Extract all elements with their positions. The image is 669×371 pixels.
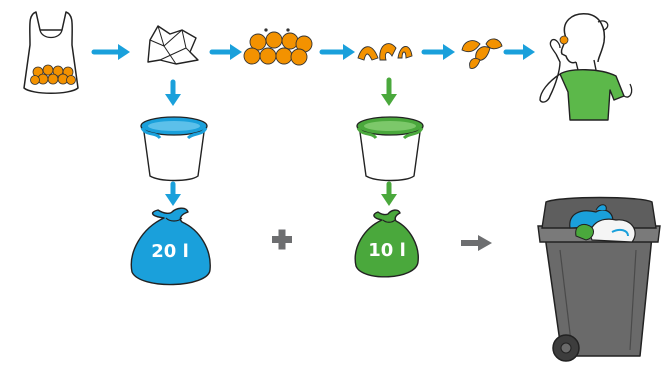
plus-icon (272, 229, 292, 250)
green-bag-label: 10 l (368, 240, 406, 261)
blue-bag-label: 20 l (151, 241, 189, 262)
arrow-icon (165, 181, 181, 206)
arrow-icon (421, 44, 455, 60)
arrow-icon (319, 44, 355, 60)
green-bag-icon (354, 209, 419, 278)
packaging-wrapper-icon (147, 25, 199, 65)
arrow-icon (165, 79, 181, 106)
shopping-bag-icon (23, 11, 79, 94)
arrow-icon (209, 44, 242, 60)
arrow-icon (503, 44, 535, 60)
orange-peel-icon (357, 43, 413, 61)
wheelie-bin-icon (537, 196, 661, 362)
green-bin-icon (356, 116, 424, 182)
arrow-icon (381, 181, 397, 206)
oranges-icon (243, 28, 313, 66)
woman-eating-icon (539, 13, 633, 121)
blue-bin-icon (140, 116, 208, 182)
arrow-icon (91, 44, 130, 60)
blue-bag-icon (130, 207, 211, 286)
orange-segments-icon (461, 38, 503, 69)
arrow-icon (461, 235, 492, 251)
arrow-icon (381, 77, 397, 106)
